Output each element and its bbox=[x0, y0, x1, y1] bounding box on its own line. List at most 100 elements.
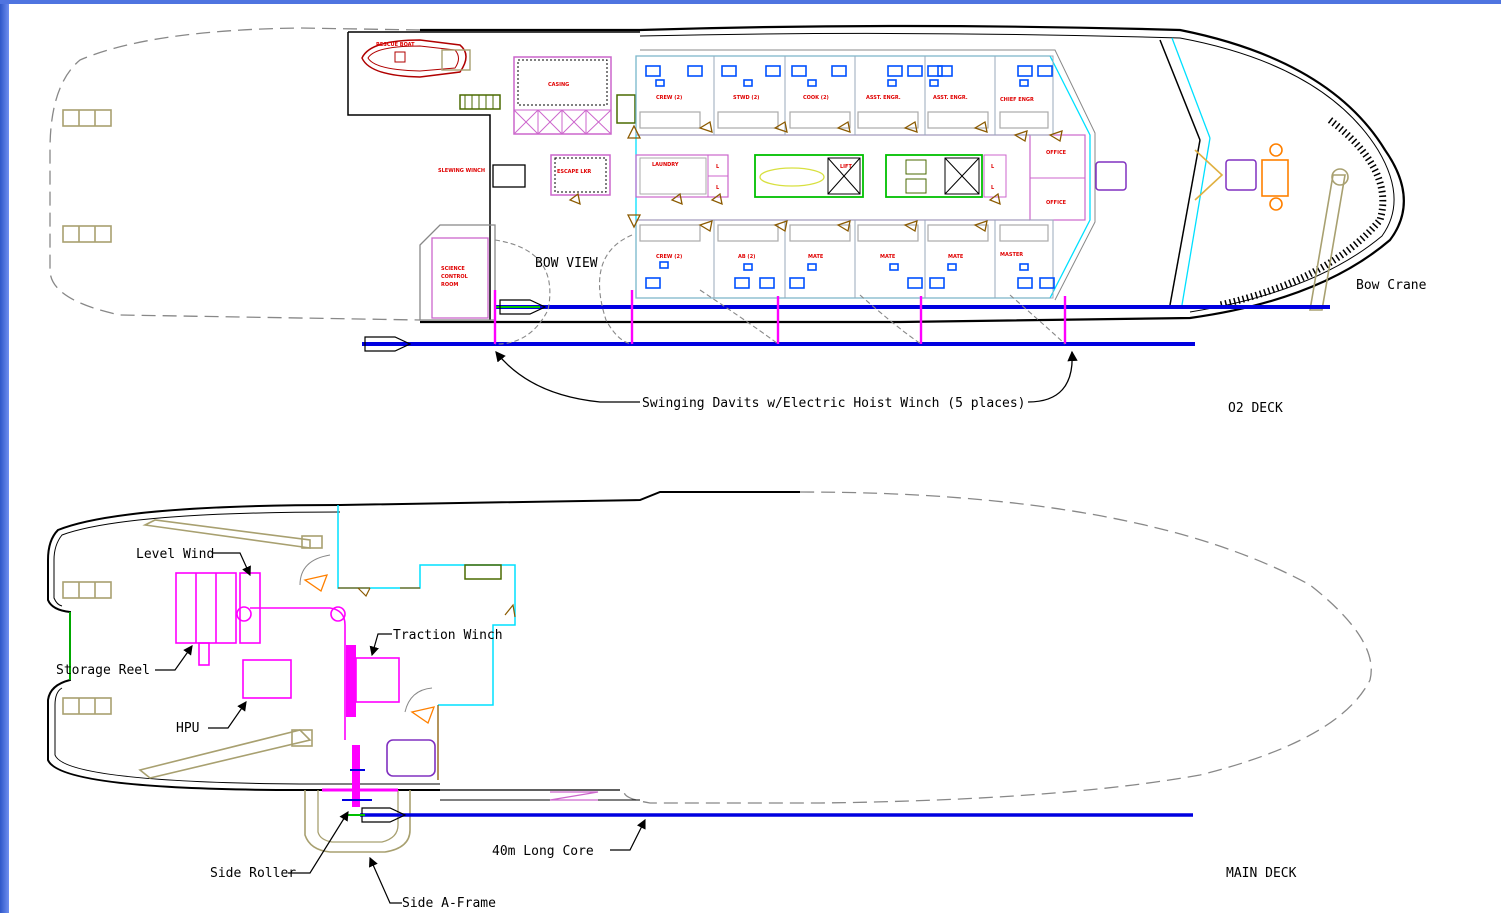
main-deck-plan: Level Wind Traction Winch Storage Reel H… bbox=[47, 491, 1372, 911]
locker-l: L bbox=[991, 185, 995, 191]
cabin-label: AB (2) bbox=[738, 254, 755, 260]
slewing-winch: SLEWING WINCH bbox=[438, 164, 526, 188]
stern-cranes bbox=[138, 519, 323, 779]
escape-locker: ESCAPE LKR bbox=[550, 154, 611, 196]
o2-hull-outline bbox=[420, 24, 1405, 324]
bow-crane bbox=[1309, 168, 1349, 311]
fairlead bbox=[1194, 149, 1224, 201]
o2-cyan-bulwark bbox=[1181, 137, 1211, 306]
cable-path bbox=[250, 607, 346, 740]
accommodation-block: OFFICE OFFICE bbox=[635, 49, 1096, 301]
traction-winch bbox=[355, 657, 400, 703]
forward-hatch bbox=[1225, 159, 1257, 191]
window-left-border bbox=[0, 0, 9, 913]
core-barrel bbox=[361, 807, 407, 823]
hpu-unit bbox=[242, 659, 292, 699]
storage-reel bbox=[175, 572, 237, 666]
top-berths bbox=[645, 65, 1053, 87]
lift-label: LIFT bbox=[840, 164, 852, 170]
top-cabins bbox=[635, 55, 1054, 136]
davits-label: Swinging Davits w/Electric Hoist Winch (… bbox=[642, 396, 1026, 411]
davit-leader-left bbox=[495, 350, 640, 403]
main-hull-inner-lower bbox=[54, 687, 440, 785]
cabin-label: MATE bbox=[808, 254, 824, 260]
bottom-berths bbox=[645, 261, 1055, 289]
cabin-label: MATE bbox=[880, 254, 896, 260]
hatch-grating bbox=[459, 94, 501, 110]
main-hull-outline bbox=[47, 491, 800, 791]
o2-bulwark-line bbox=[1169, 139, 1201, 306]
cabin-label: CREW (2) bbox=[656, 254, 682, 260]
main-dashed-bow-outline bbox=[623, 491, 1372, 804]
cabin-label: ASST. ENGR. bbox=[933, 95, 968, 101]
traction-winch-label: Traction Winch bbox=[393, 628, 503, 643]
long-core-label: 40m Long Core bbox=[492, 844, 594, 859]
casing-label: CASING bbox=[548, 82, 569, 88]
science-label-1: SCIENCE bbox=[441, 266, 465, 272]
o2-bow-hatching bbox=[1219, 117, 1387, 309]
ladder-grating bbox=[616, 94, 636, 124]
rescue-boat-deck bbox=[347, 32, 491, 320]
stern-storage-boxes bbox=[62, 109, 112, 243]
slewing-winch-label: SLEWING WINCH bbox=[438, 168, 485, 174]
o2-cyan-bulwark bbox=[1171, 37, 1211, 139]
storage-reel-label: Storage Reel bbox=[56, 663, 150, 678]
cabin-label: CREW (2) bbox=[656, 95, 682, 101]
side-a-frame bbox=[304, 745, 411, 853]
equipment-box bbox=[386, 739, 436, 777]
escape-locker-label: ESCAPE LKR bbox=[557, 169, 591, 175]
science-label-2: CONTROL bbox=[441, 274, 469, 280]
side-a-frame-label: Side A-Frame bbox=[402, 896, 496, 911]
traction-winch-leader bbox=[369, 633, 392, 657]
top-furniture bbox=[639, 111, 1049, 129]
rescue-boat-label: RESCUE BOAT bbox=[376, 42, 415, 48]
science-label-3: ROOM bbox=[441, 282, 458, 288]
o2-deck-label: O2 DECK bbox=[1228, 401, 1283, 416]
core-barrel bbox=[499, 299, 547, 315]
cabin-label: MASTER bbox=[1000, 252, 1023, 258]
side-roller-leader bbox=[288, 810, 349, 874]
level-wind-label: Level Wind bbox=[136, 547, 214, 562]
bow-capstan bbox=[1261, 143, 1289, 211]
office-label-2: OFFICE bbox=[1046, 200, 1067, 206]
main-stern-boxes bbox=[62, 581, 112, 715]
bottom-cabins bbox=[635, 219, 1054, 299]
deck-fitting bbox=[549, 791, 599, 801]
top-cabin-labels: CREW (2) STWD (2) COOK (2) ASST. ENGR. A… bbox=[656, 95, 1034, 103]
science-control-room: SCIENCE CONTROL ROOM bbox=[419, 224, 496, 321]
traction-winch-drum bbox=[346, 645, 356, 717]
bottom-cabin-labels: CREW (2) AB (2) MATE MATE MATE MASTER bbox=[656, 252, 1023, 260]
davit-posts bbox=[493, 290, 1067, 344]
core-barrel bbox=[364, 336, 412, 352]
davit-swing-arcs bbox=[494, 234, 1066, 345]
long-core-leader bbox=[610, 818, 646, 851]
cabin-label: CHIEF ENGR bbox=[1000, 97, 1034, 103]
hpu-leader bbox=[208, 701, 247, 729]
window-top-border bbox=[0, 0, 1501, 4]
corridor: LAUNDRY L L LIFT L L bbox=[635, 154, 1007, 198]
o2-bulwark-line bbox=[1159, 39, 1201, 141]
cabin-label: COOK (2) bbox=[803, 95, 829, 101]
cabin-label: MATE bbox=[948, 254, 964, 260]
forward-hatch bbox=[1095, 161, 1127, 191]
o2-dashed-stern-outline bbox=[49, 27, 421, 321]
laundry-label: LAUNDRY bbox=[652, 162, 679, 168]
davit-leader-right bbox=[1027, 350, 1078, 403]
casing: CASING bbox=[513, 56, 612, 135]
bottom-furniture bbox=[639, 224, 1049, 242]
office-label-1: OFFICE bbox=[1046, 150, 1067, 156]
locker-l: L bbox=[991, 164, 995, 170]
rescue-boat: RESCUE BOAT bbox=[361, 39, 471, 78]
cabin-label: ASST. ENGR. bbox=[866, 95, 901, 101]
o2-hull-inner-line bbox=[639, 32, 1395, 313]
storage-reel-leader bbox=[155, 645, 193, 671]
locker-l: L bbox=[716, 164, 720, 170]
side-a-frame-leader bbox=[369, 856, 402, 904]
hpu-label: HPU bbox=[176, 721, 199, 736]
deckhouse-outline bbox=[337, 505, 516, 706]
side-roller-label: Side Roller bbox=[210, 866, 296, 881]
door-swings bbox=[568, 120, 1063, 233]
bow-crane-label: Bow Crane bbox=[1356, 278, 1427, 293]
main-deck-label: MAIN DECK bbox=[1226, 866, 1297, 881]
